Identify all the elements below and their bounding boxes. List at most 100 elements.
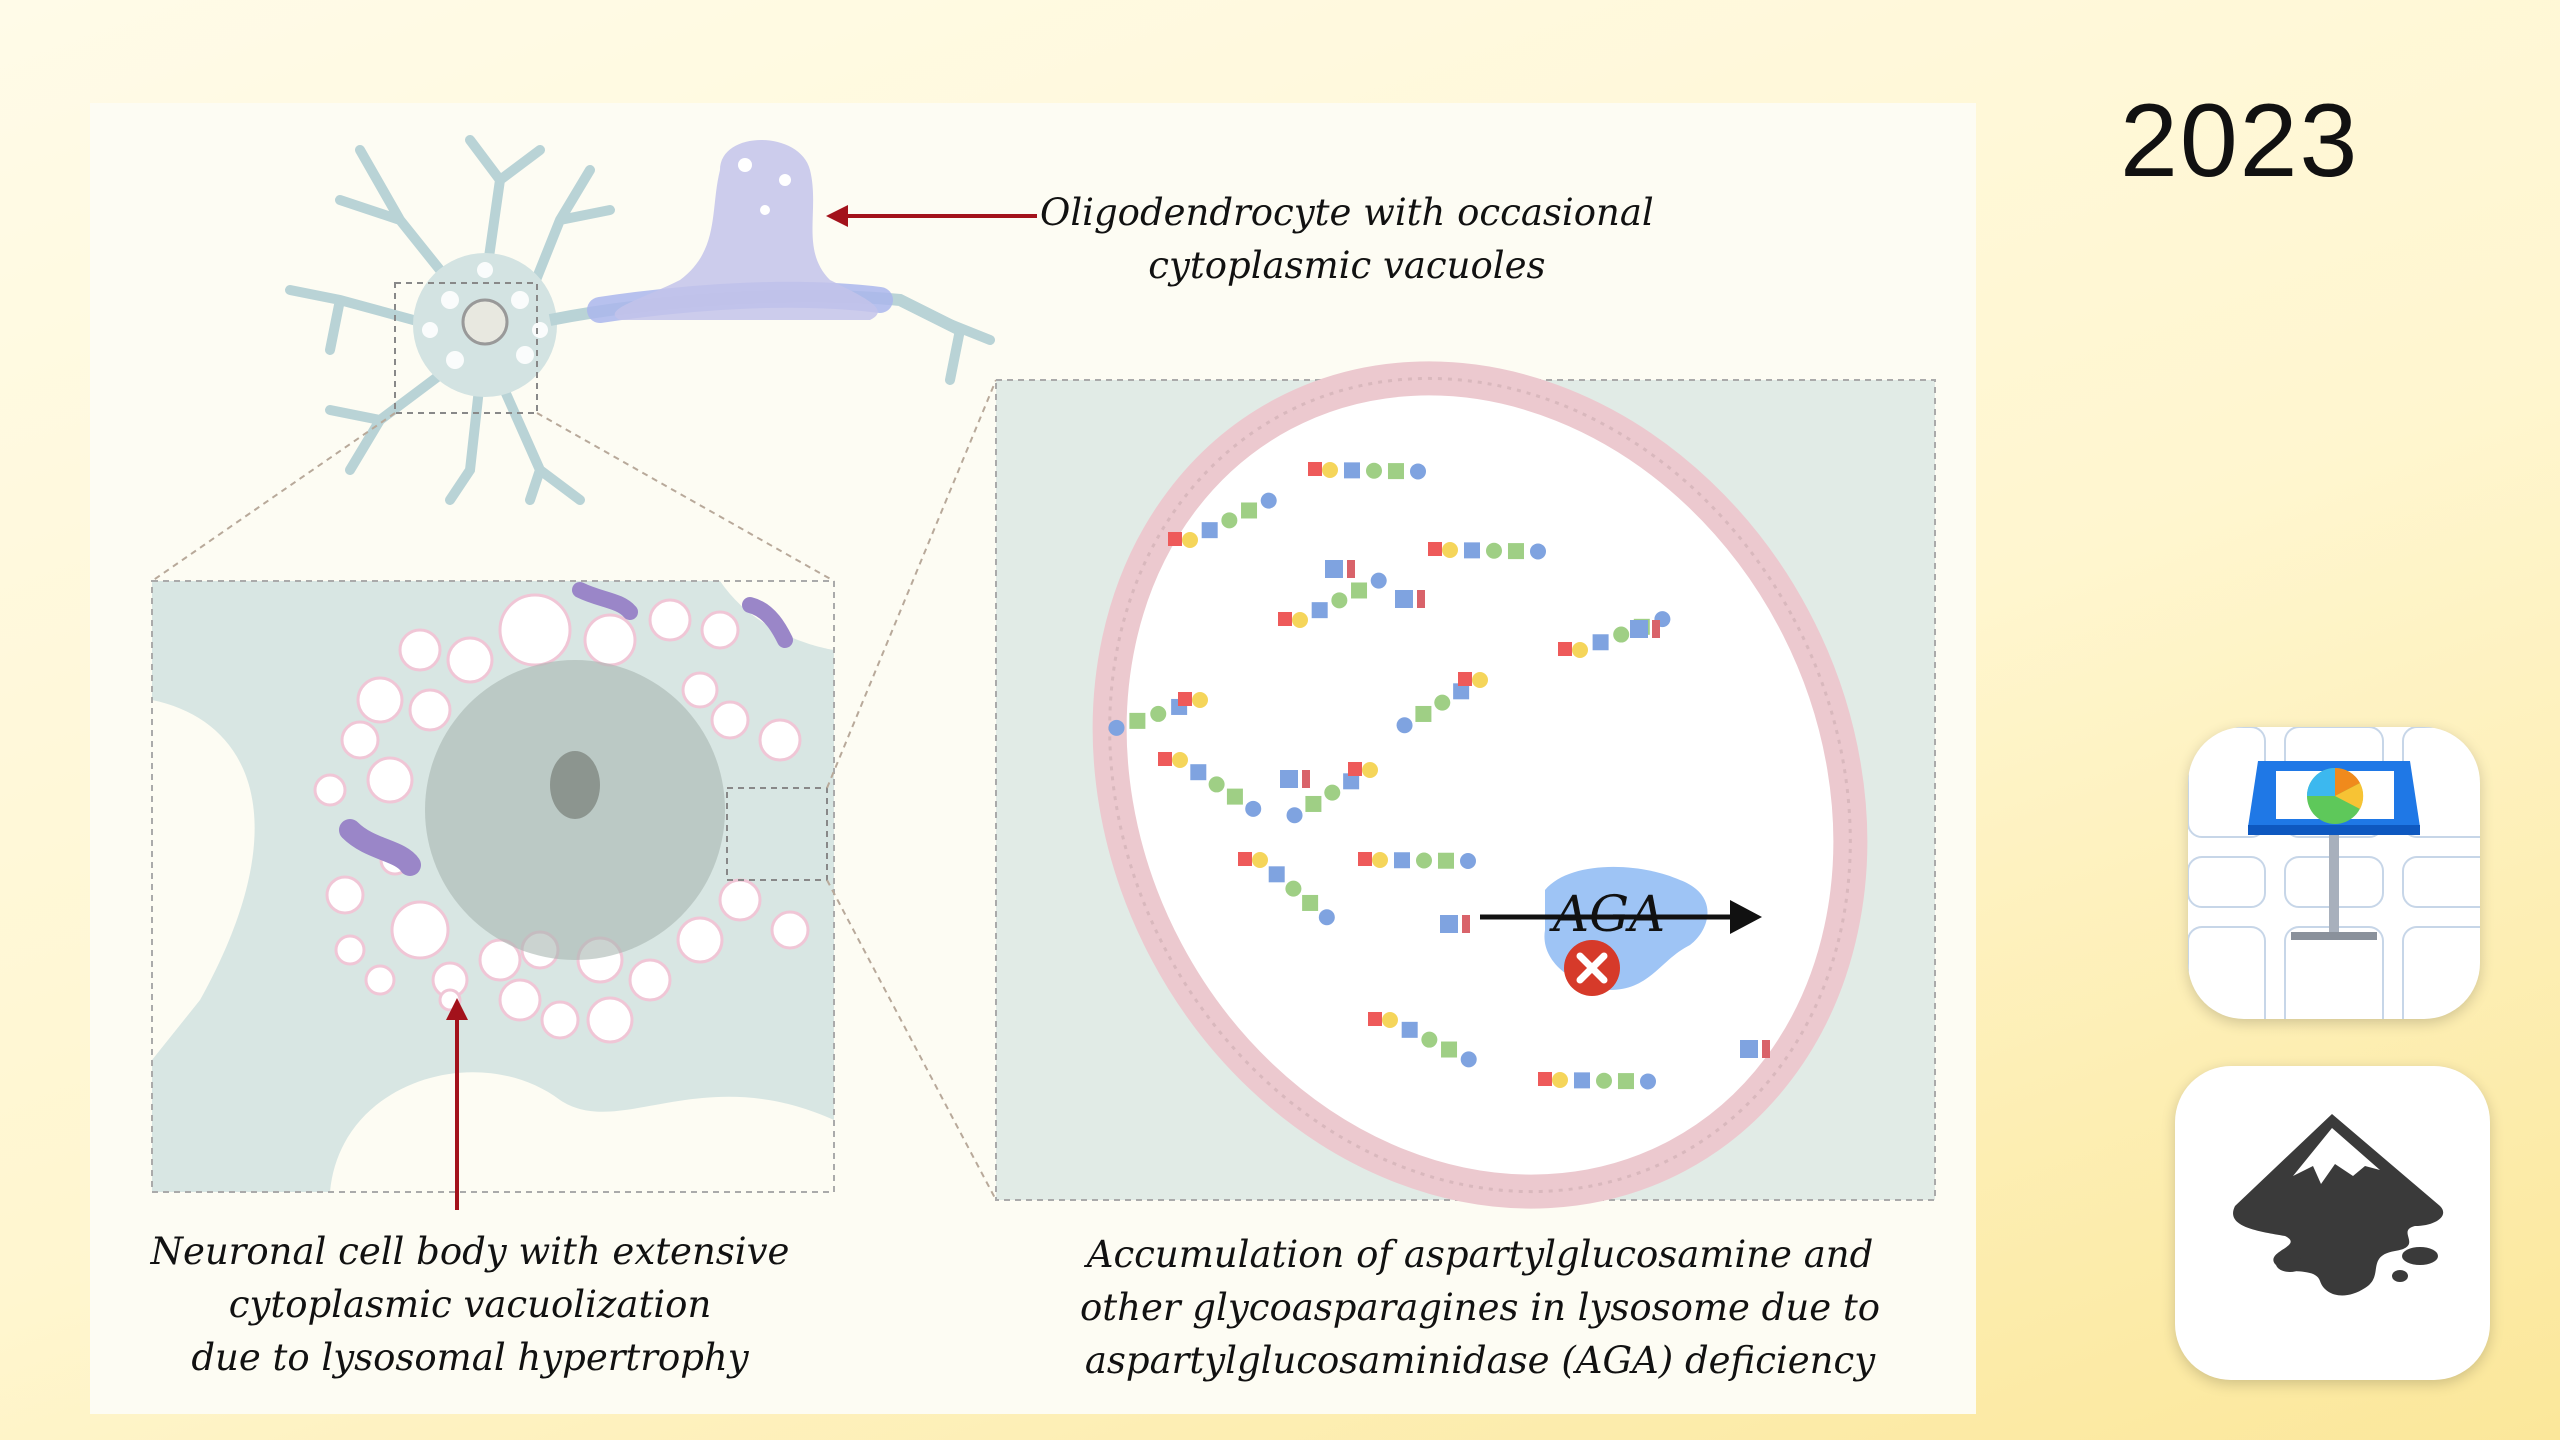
- glycan-residue: [1652, 620, 1660, 638]
- glycan-residue: [1617, 1073, 1634, 1090]
- glycan-residue: [1362, 762, 1378, 778]
- vacuole: [408, 688, 452, 732]
- glycan-residue: [1552, 1072, 1568, 1088]
- glycan-residue: [1302, 894, 1319, 911]
- vacuole: [681, 671, 719, 709]
- glycan-residue: [1351, 582, 1368, 599]
- glycan-residue: [1286, 807, 1303, 824]
- glycan-residue: [1150, 705, 1167, 722]
- glycan-residue: [1325, 560, 1343, 578]
- glycan-residue: [1343, 773, 1360, 790]
- keynote-icon[interactable]: [2188, 727, 2480, 1019]
- glycan-residue: [1507, 543, 1524, 560]
- glycan-residue: [1458, 672, 1472, 686]
- glycan-residue: [1192, 692, 1208, 708]
- vacuole: [313, 773, 347, 807]
- glycan-residue: [1280, 770, 1298, 788]
- vacuole: [583, 613, 637, 667]
- glycan-residue: [1324, 784, 1341, 801]
- vacuole: [700, 610, 740, 650]
- glycan-residue: [1538, 1072, 1552, 1086]
- vacuole: [648, 598, 692, 642]
- vacuole: [334, 934, 366, 966]
- vacuole: [340, 720, 380, 760]
- glycan-residue: [1348, 762, 1362, 776]
- glycan-residue: [1382, 1012, 1398, 1028]
- glycan-residue: [1347, 560, 1355, 578]
- glycan-residue: [1613, 626, 1630, 643]
- glycan-residue: [1343, 462, 1360, 479]
- glycan-residue: [1415, 852, 1432, 869]
- glycan-residue: [1278, 612, 1292, 626]
- glycan-residue: [1245, 800, 1262, 817]
- glycan-residue: [1158, 752, 1172, 766]
- glycan-residue: [1395, 590, 1413, 608]
- glycan-residue: [1108, 719, 1125, 736]
- glycan-residue: [1370, 572, 1387, 589]
- glycan-residue: [1268, 866, 1285, 883]
- year-label: 2023: [2120, 83, 2360, 199]
- glycan-residue: [1190, 764, 1207, 781]
- glycan-residue: [1460, 1051, 1477, 1068]
- glycan-residue: [1441, 1041, 1458, 1058]
- vacuole: [498, 593, 572, 667]
- glycan-residue: [1401, 1021, 1418, 1038]
- glycan-residue: [1417, 590, 1425, 608]
- glycan-residue: [1178, 692, 1192, 706]
- glycan-residue: [1238, 852, 1252, 866]
- vacuole: [478, 938, 522, 982]
- neuron-illustration: [285, 135, 615, 505]
- vacuole: [325, 875, 365, 915]
- glycan-residue: [1428, 542, 1442, 556]
- vacuole: [540, 1000, 580, 1040]
- vacuole: [758, 718, 802, 762]
- glycan-residue: [1241, 502, 1258, 519]
- vacuole: [446, 636, 494, 684]
- glycan-residue: [1372, 852, 1388, 868]
- glycan-residue: [1415, 705, 1432, 722]
- glycan-residue: [1208, 776, 1225, 793]
- glycan-residue: [1485, 542, 1502, 559]
- oligodendrocyte-caption: Oligodendrocyte with occasional cytoplas…: [1040, 191, 1654, 287]
- glycan-residue: [1260, 492, 1277, 509]
- glycan-residue: [1434, 694, 1451, 711]
- neuron-cell-body-inset: [151, 580, 835, 1193]
- inkscape-icon[interactable]: [2175, 1066, 2490, 1380]
- vacuole: [398, 628, 442, 672]
- glycan-residue: [1463, 542, 1480, 559]
- vacuole: [356, 676, 404, 724]
- glycan-residue: [1182, 532, 1198, 548]
- glycan-residue: [1365, 462, 1382, 479]
- glycan-residue: [1472, 672, 1488, 688]
- glycan-residue: [1387, 463, 1404, 480]
- glycan-residue: [1572, 642, 1588, 658]
- glycan-residue: [1305, 795, 1322, 812]
- glycan-residue: [1573, 1072, 1590, 1089]
- lysosome-inset: [995, 361, 1936, 1209]
- vacuole: [710, 700, 750, 740]
- glycan-residue: [1437, 852, 1454, 869]
- glycan-residue: [1592, 634, 1609, 651]
- nucleus: [461, 298, 509, 346]
- vacuole: [718, 878, 762, 922]
- oligodendrocyte: [614, 140, 878, 320]
- aga-label: AGA: [1553, 885, 1666, 943]
- glycan-residue: [1358, 852, 1372, 866]
- vacuole: [676, 916, 724, 964]
- glycan-residue: [1322, 462, 1338, 478]
- vacuole: [364, 964, 396, 996]
- glycan-residue: [1595, 1072, 1612, 1089]
- glycan-residue: [1529, 543, 1546, 560]
- glycan-residue: [1393, 852, 1410, 869]
- glycan-residue: [1201, 522, 1218, 539]
- glycan-residue: [1421, 1031, 1438, 1048]
- glycan-residue: [1440, 915, 1458, 933]
- glycan-residue: [1368, 1012, 1382, 1026]
- glycan-residue: [1129, 712, 1146, 729]
- glycan-residue: [1302, 770, 1310, 788]
- glycan-residue: [1331, 592, 1348, 609]
- glycan-residue: [1172, 752, 1188, 768]
- vacuole: [366, 756, 414, 804]
- glycan-residue: [1252, 852, 1268, 868]
